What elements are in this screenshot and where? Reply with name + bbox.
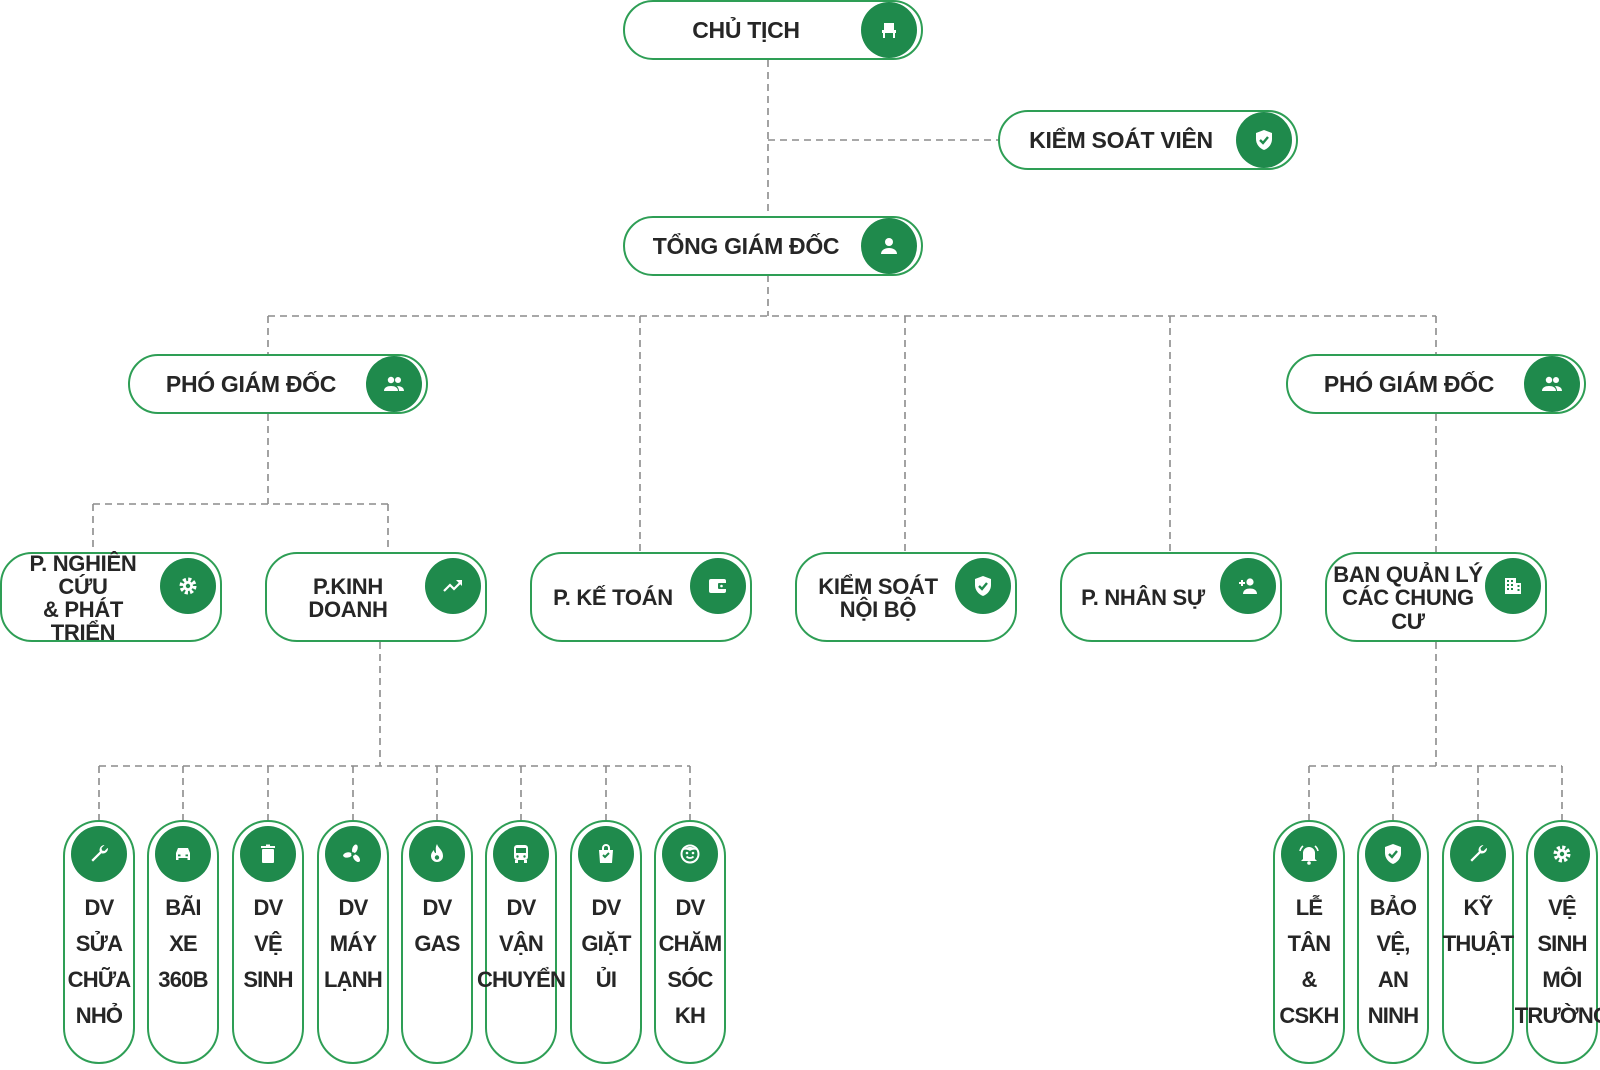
department-research: P. NGHIÊN CỨU & PHÁT TRIỂN <box>0 550 222 646</box>
shield-check-icon <box>955 558 1011 614</box>
supervisor-label: KIỂM SOÁT VIÊN <box>1029 126 1213 153</box>
chairman-label: CHỦ TỊCH <box>692 16 800 43</box>
bell-icon <box>1281 826 1337 882</box>
trash-icon <box>240 826 296 882</box>
department-label: P.KINH DOANH <box>308 573 388 622</box>
chairman-node: CHỦ TỊCH <box>623 0 923 60</box>
service-label: DV GIẶT ỦI <box>581 895 631 992</box>
service-label: DV MÁY LẠNH <box>324 895 383 992</box>
department-sales: P.KINH DOANH <box>265 552 487 642</box>
wrench-icon <box>1450 826 1506 882</box>
service-parking: BÃI XE 360B <box>147 820 219 1064</box>
department-apartment-management: BAN QUẢN LÝ CÁC CHUNG CƯ <box>1325 552 1547 642</box>
person-add-icon <box>1220 558 1276 614</box>
chair-icon <box>861 2 917 58</box>
service-gas: DV GAS <box>401 820 473 1064</box>
department-internal-control: KIỂM SOÁT NỘI BỘ <box>795 552 1017 642</box>
ceo-node: TỔNG GIÁM ĐỐC <box>623 216 923 276</box>
deputy-director-left-node: PHÓ GIÁM ĐỐC <box>128 354 428 414</box>
deputy-director-right-node: PHÓ GIÁM ĐỐC <box>1286 354 1586 414</box>
service-label: DV VỆ SINH <box>243 895 293 992</box>
service-reception: LỄ TÂN & CSKH <box>1273 820 1345 1064</box>
gear-icon <box>1534 826 1590 882</box>
service-label: BÃI XE 360B <box>158 895 208 992</box>
building-icon <box>1485 558 1541 614</box>
service-laundry: DV GIẶT ỦI <box>570 820 642 1064</box>
service-technical: KỸ THUẬT <box>1442 820 1514 1064</box>
wrench-icon <box>71 826 127 882</box>
service-cleaning: DV VỆ SINH <box>232 820 304 1064</box>
service-label: DV GAS <box>414 895 460 956</box>
person-icon <box>861 218 917 274</box>
fan-icon <box>325 826 381 882</box>
service-customer-care: DV CHĂM SÓC KH <box>654 820 726 1064</box>
service-air-conditioner: DV MÁY LẠNH <box>317 820 389 1064</box>
department-hr: P. NHÂN SỰ <box>1060 552 1282 642</box>
department-label: P. KẾ TOÁN <box>553 585 673 611</box>
flame-icon <box>409 826 465 882</box>
shield-check-icon <box>1365 826 1421 882</box>
department-label: P. NGHIÊN CỨU & PHÁT TRIỂN <box>29 550 137 646</box>
supervisor-node: KIỂM SOÁT VIÊN <box>998 110 1298 170</box>
deputy-director-left-label: PHÓ GIÁM ĐỐC <box>165 370 337 397</box>
service-label: LỄ TÂN & CSKH <box>1279 895 1339 1028</box>
deputy-director-right-label: PHÓ GIÁM ĐỐC <box>1323 370 1495 397</box>
service-label: KỸ THUẬT <box>1442 895 1514 956</box>
ceo-label: TỔNG GIÁM ĐỐC <box>652 232 840 259</box>
service-minor-repair: DV SỬA CHỮA NHỎ <box>63 820 135 1064</box>
service-label: DV CHĂM SÓC KH <box>658 895 723 1028</box>
service-security: BẢO VỆ, AN NINH <box>1357 820 1429 1064</box>
people-icon <box>366 356 422 412</box>
service-label: DV VẬN CHUYỂN <box>476 895 566 992</box>
bus-icon <box>493 826 549 882</box>
wallet-icon <box>690 558 746 614</box>
department-accounting: P. KẾ TOÁN <box>530 552 752 642</box>
department-label: P. NHÂN SỰ <box>1081 585 1205 611</box>
service-label: DV SỬA CHỮA NHỎ <box>67 895 132 1028</box>
service-environment-cleaning: VỆ SINH MÔI TRƯỜNG <box>1514 820 1600 1064</box>
trending-up-icon <box>425 558 481 614</box>
smiley-icon <box>662 826 718 882</box>
department-label: BAN QUẢN LÝ CÁC CHUNG CƯ <box>1333 562 1483 634</box>
shield-check-icon <box>1236 112 1292 168</box>
car-icon <box>155 826 211 882</box>
people-icon <box>1524 356 1580 412</box>
service-label: BẢO VỆ, AN NINH <box>1367 895 1419 1028</box>
gear-icon <box>160 558 216 614</box>
department-label: KIỂM SOÁT NỘI BỘ <box>818 573 938 622</box>
service-label: VỆ SINH MÔI TRƯỜNG <box>1514 895 1600 1028</box>
service-transport: DV VẬN CHUYỂN <box>476 820 566 1064</box>
laundry-bag-icon <box>578 826 634 882</box>
